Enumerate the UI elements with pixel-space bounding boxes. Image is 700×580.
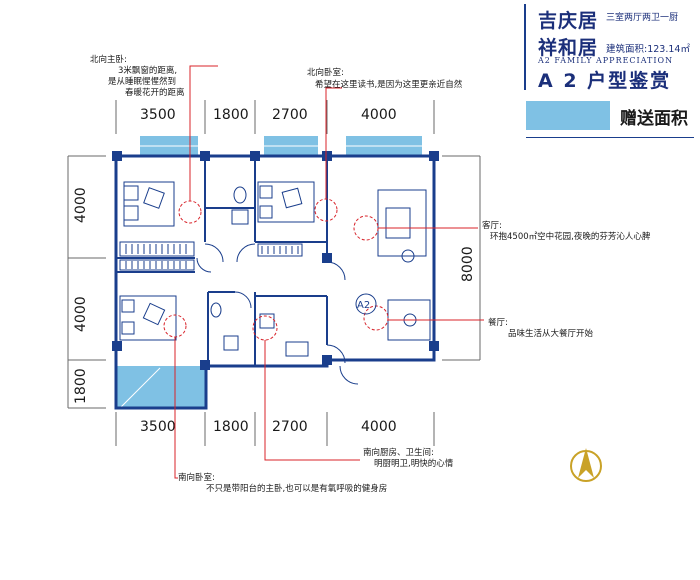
- note-south-bedroom-title: 南向卧室:: [178, 473, 215, 483]
- note-dining-title: 餐厅:: [488, 318, 508, 328]
- note-living-1: 环抱4500㎡空中花园,夜晚的芬芳沁人心脾: [490, 232, 651, 242]
- leader-lines: [174, 65, 484, 479]
- room-tag-circle: [355, 293, 377, 315]
- note-north-bedroom-title: 北向卧室:: [307, 68, 344, 78]
- note-dining-1: 品味生活从大餐厅开始: [508, 329, 594, 339]
- note-north-master-1: 3米飘窗的距离,: [118, 66, 178, 76]
- note-south-bedroom-1: 不只是带阳台的主卧,也可以是有氧呼吸的健身房: [206, 484, 388, 494]
- dim-top-4: 4000: [361, 107, 397, 123]
- note-north-master-3: 春暖花开的距离: [125, 88, 185, 98]
- dimension-lines: [67, 100, 481, 446]
- floor-area: 建筑面积:123.14㎡: [606, 44, 690, 55]
- dim-top-2: 1800: [213, 107, 249, 123]
- layout-type: 三室两厅两卫一厨: [606, 13, 679, 23]
- note-north-bedroom-1: 希望在这里读书,是因为这里更亲近自然: [315, 80, 463, 90]
- bonus-areas: [116, 136, 422, 408]
- dim-top-1: 3500: [140, 107, 176, 123]
- furniture: [119, 181, 431, 357]
- project-name-1: 吉庆居: [538, 10, 599, 32]
- legend-label: 赠送面积: [620, 109, 688, 129]
- compass-icon: [570, 448, 602, 482]
- note-kitchen-title: 南向厨房、卫生间:: [363, 448, 434, 458]
- legend-swatch: [526, 101, 610, 130]
- dim-bottom-2: 1800: [213, 419, 249, 435]
- wardrobes: [119, 241, 303, 271]
- annotation-circles: [163, 198, 389, 341]
- bonus-hatch: [119, 145, 422, 409]
- project-name-2: 祥和居: [538, 37, 599, 59]
- note-kitchen-1: 明厨明卫,明快的心情: [374, 459, 454, 469]
- note-living-title: 客厅:: [482, 221, 502, 231]
- english-subtitle: A2 FAMILY APPRECIATION: [538, 56, 674, 65]
- dim-bottom-3: 2700: [272, 419, 308, 435]
- title-block: 吉庆居 三室两厅两卫一厨 祥和居 建筑面积:123.14㎡ A2 FAMILY …: [524, 4, 698, 92]
- interior-walls: [116, 156, 328, 366]
- note-north-master-title: 北向主卧:: [90, 55, 127, 65]
- wardrobe-hangers: [125, 244, 299, 269]
- note-north-master-2: 是从睡眠惺惺然到: [108, 77, 177, 87]
- doors: [196, 243, 359, 385]
- appreciation-title: A 2 户型鉴赏: [538, 70, 672, 92]
- columns: [112, 151, 439, 370]
- dim-bottom-4: 4000: [361, 419, 397, 435]
- legend-underline: [526, 137, 694, 138]
- dim-bottom-1: 3500: [140, 419, 176, 435]
- dim-top-3: 2700: [272, 107, 308, 123]
- room-tag: A2: [357, 300, 370, 311]
